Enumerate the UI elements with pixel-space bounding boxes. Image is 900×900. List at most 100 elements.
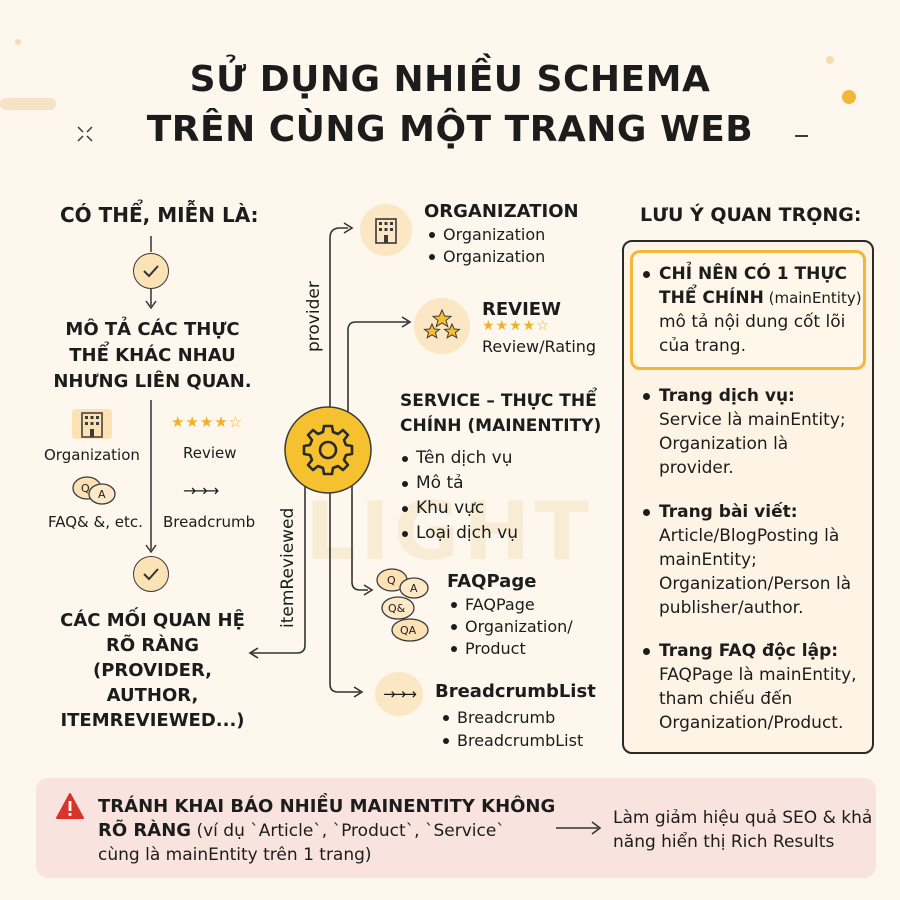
arrow-right-icon xyxy=(556,821,602,835)
note3-line: publisher/author. xyxy=(659,598,804,618)
title-line-1: SỬ DỤNG NHIỀU SCHEMA xyxy=(189,59,711,100)
note3-line: Organization/Person là xyxy=(659,574,852,594)
service-title-line: SERVICE – THỰC THỂ xyxy=(400,391,597,411)
title-line-2: TRÊN CÙNG MỘT TRANG WEB xyxy=(146,109,754,150)
note4-line: Organization/Product. xyxy=(659,713,844,733)
warning-message: TRÁNH KHAI BÁO NHIỀU MAINENTITY KHÔNG RÕ… xyxy=(98,795,558,867)
breadcrumb-icon: →→→ xyxy=(375,672,423,716)
gear-icon xyxy=(284,406,372,498)
relations-line: (PROVIDER, xyxy=(93,660,212,681)
label-review: Review xyxy=(183,444,237,462)
qa-label: A xyxy=(410,582,418,595)
decor-stroke xyxy=(0,98,56,110)
left-flow-lines xyxy=(145,236,157,554)
warning-text: (ví dụ `Article`, `Product`, `Service` xyxy=(191,821,505,841)
bullet-dot xyxy=(643,393,650,400)
warning-bold: TRÁNH KHAI BÁO NHIỀU MAINENTITY KHÔNG xyxy=(98,796,556,817)
note2-title: Trang dịch vụ: xyxy=(659,386,795,406)
check-icon xyxy=(133,253,169,289)
warning-result-line: năng hiển thị Rich Results xyxy=(613,832,835,852)
faq-bubbles-icon: Q A Q& QA xyxy=(374,566,442,650)
note2-line: provider. xyxy=(659,458,734,478)
list-item: Organization xyxy=(427,246,545,268)
qa-label: Q xyxy=(387,574,396,587)
label-faq: FAQ& &, etc. xyxy=(48,513,143,531)
service-list: Tên dịch vụ Mô tả Khu vực Loại dịch vụ xyxy=(400,446,518,546)
sparkle-icon xyxy=(77,126,93,142)
building-icon xyxy=(70,407,114,445)
check-icon xyxy=(133,556,169,592)
bullet-dot xyxy=(643,509,650,516)
decor-dot xyxy=(15,39,21,45)
star-rating-icon: ★★★★☆ xyxy=(171,413,244,431)
note4-line: FAQPage là mainEntity, xyxy=(659,665,857,685)
qa-bubble-icon: Q A xyxy=(70,474,118,512)
warning-result: Làm giảm hiệu quả SEO & khả năng hiển th… xyxy=(613,806,883,854)
note1-line: của trang. xyxy=(659,336,746,356)
edge-label-provider: provider xyxy=(304,281,324,352)
bullet-dot xyxy=(643,648,650,655)
left-description: MÔ TẢ CÁC THỰC THỂ KHÁC NHAU NHƯNG LIÊN … xyxy=(40,317,265,395)
left-relations: CÁC MỐI QUAN HỆ RÕ RÀNG (PROVIDER, AUTHO… xyxy=(40,608,265,733)
breadcrumb-arrows-icon: →→→ xyxy=(183,481,219,500)
qa-label: QA xyxy=(400,624,417,637)
note-article-page: Trang bài viết: Article/BlogPosting là m… xyxy=(659,500,869,620)
note1-paren: (mainEntity) xyxy=(763,289,862,307)
main-entity-highlight xyxy=(630,250,866,370)
faqpage-title: FAQPage xyxy=(447,571,537,592)
organization-title: ORGANIZATION xyxy=(424,201,579,222)
right-heading: LƯU Ý QUAN TRỌNG: xyxy=(640,204,862,226)
desc-line: NHƯNG LIÊN QUAN. xyxy=(53,371,252,392)
note3-title: Trang bài viết: xyxy=(659,502,798,522)
list-item: Product xyxy=(449,638,573,660)
note4-line: tham chiếu đến xyxy=(659,689,793,709)
review-title: REVIEW xyxy=(482,299,561,320)
note1-bold: THỂ CHÍNH xyxy=(659,288,764,308)
note-service-page: Trang dịch vụ: Service là mainEntity; Or… xyxy=(659,384,869,480)
note1-bold: CHỈ NÊN CÓ 1 THỰC xyxy=(659,264,848,284)
warning-icon xyxy=(55,792,85,824)
bullet-dot xyxy=(643,271,650,278)
decor-dot xyxy=(826,56,834,64)
service-title-line: CHÍNH (MAINENTITY) xyxy=(400,416,602,436)
review-stars: ★★★★☆ xyxy=(482,318,550,334)
page-title: SỬ DỤNG NHIỀU SCHEMA TRÊN CÙNG MỘT TRANG… xyxy=(0,55,900,155)
qa-label: Q& xyxy=(388,602,406,615)
label-organization: Organization xyxy=(44,446,140,464)
note2-line: Service là mainEntity; xyxy=(659,410,846,430)
breadcrumblist-list: Breadcrumb BreadcrumbList xyxy=(441,706,583,752)
note2-line: Organization là xyxy=(659,434,789,454)
note-main-entity: CHỈ NÊN CÓ 1 THỰC THỂ CHÍNH (mainEntity)… xyxy=(659,262,869,358)
note3-line: mainEntity; xyxy=(659,550,757,570)
relations-line: ITEMREVIEWED...) xyxy=(60,710,245,731)
label-breadcrumb: Breadcrumb xyxy=(163,513,256,531)
list-item: Khu vực xyxy=(400,496,518,521)
review-stars-icon xyxy=(414,298,470,354)
warning-bold: RÕ RÀNG xyxy=(98,820,192,841)
left-heading: CÓ THỂ, MIỄN LÀ: xyxy=(60,203,259,227)
note-faq-page: Trang FAQ độc lập: FAQPage là mainEntity… xyxy=(659,639,869,735)
list-item: Mô tả xyxy=(400,471,518,496)
organization-building-icon xyxy=(360,204,412,256)
list-item: Loại dịch vụ xyxy=(400,521,518,546)
list-item: BreadcrumbList xyxy=(441,729,583,752)
relations-line: AUTHOR, xyxy=(106,685,199,706)
warning-text: cùng là mainEntity trên 1 trang) xyxy=(98,845,372,865)
warning-result-line: Làm giảm hiệu quả SEO & khả xyxy=(613,808,873,828)
list-item: Breadcrumb xyxy=(441,706,583,729)
relations-line: CÁC MỐI QUAN HỆ xyxy=(60,610,245,631)
list-item: FAQPage xyxy=(449,594,573,616)
organization-list: Organization Organization xyxy=(427,224,545,268)
list-item: Organization xyxy=(427,224,545,246)
edge-label-itemreviewed: itemReviewed xyxy=(278,507,298,628)
warning-box xyxy=(36,778,876,878)
note1-line: mô tả nội dung cốt lõi xyxy=(659,312,846,332)
breadcrumblist-title: BreadcrumbList xyxy=(435,681,596,702)
relations-line: RÕ RÀNG xyxy=(105,635,200,656)
faqpage-list: FAQPage Organization/ Product xyxy=(449,594,573,660)
list-item: Organization/ xyxy=(449,616,573,638)
svg-text:Q: Q xyxy=(81,482,90,495)
note3-line: Article/BlogPosting là xyxy=(659,526,840,546)
